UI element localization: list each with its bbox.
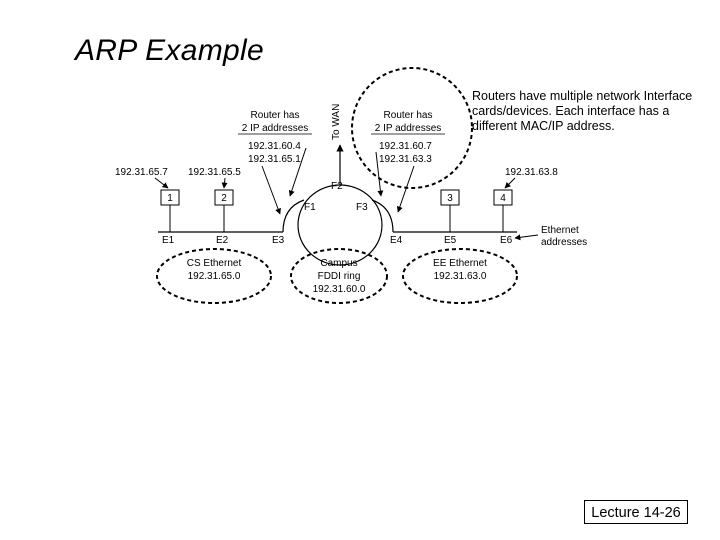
router-left-ip1: 192.31.60.4 [248,141,301,152]
mac-e3: E3 [272,235,285,246]
campus-network-ellipse [290,248,388,304]
ee-network-address: 192.31.63.0 [434,271,487,282]
router-left-ip2: 192.31.65.1 [248,154,301,165]
host-1-ip: 192.31.65.7 [115,167,168,178]
router-right-ip2: 192.31.63.3 [379,154,432,165]
fddi-f1: F1 [304,202,316,213]
router-right-line2: 2 IP addresses [375,123,442,134]
router-right-ip1: 192.31.60.7 [379,141,432,152]
host-4-number: 4 [500,193,506,204]
wan-dashed-circle [351,67,473,189]
wan-label: To WAN [331,104,342,140]
host-3-box [440,189,460,206]
mac-e6: E6 [500,235,513,246]
fddi-f2: F2 [331,181,343,192]
router-right-line1: Router has [384,110,433,121]
fddi-ring [297,184,383,266]
host-2-box [214,189,234,206]
cs-network-address: 192.31.65.0 [188,271,241,282]
campus-network-name2: FDDI ring [318,271,361,282]
ee-network-name: EE Ethernet [433,258,487,269]
host-1-box [160,189,180,206]
mac-e2: E2 [216,235,229,246]
lecture-footer: Lecture 14-26 [584,500,688,524]
host-3-number: 3 [447,193,453,204]
cs-network-name: CS Ethernet [187,258,242,269]
host-4-ip: 192.31.63.8 [505,167,558,178]
mac-e4: E4 [390,235,403,246]
host-2-number: 2 [221,193,227,204]
host-1-number: 1 [167,193,173,204]
slide-title: ARP Example [75,34,264,67]
campus-network-address: 192.31.60.0 [313,284,366,295]
mac-e1: E1 [162,235,175,246]
host-4-box [493,189,513,206]
campus-network-name1: Campus [320,258,357,269]
annotation-note: Routers have multiple network Interface … [472,89,693,133]
ethernet-addresses-line1: Ethernet [541,225,579,236]
ee-network-ellipse [402,248,518,304]
cs-network-ellipse [156,248,272,304]
ethernet-addresses-line2: addresses [541,237,587,248]
host-2-ip: 192.31.65.5 [188,167,241,178]
router-left-line2: 2 IP addresses [242,123,309,134]
mac-e5: E5 [444,235,457,246]
router-left-line1: Router has [251,110,300,121]
fddi-f3: F3 [356,202,368,213]
